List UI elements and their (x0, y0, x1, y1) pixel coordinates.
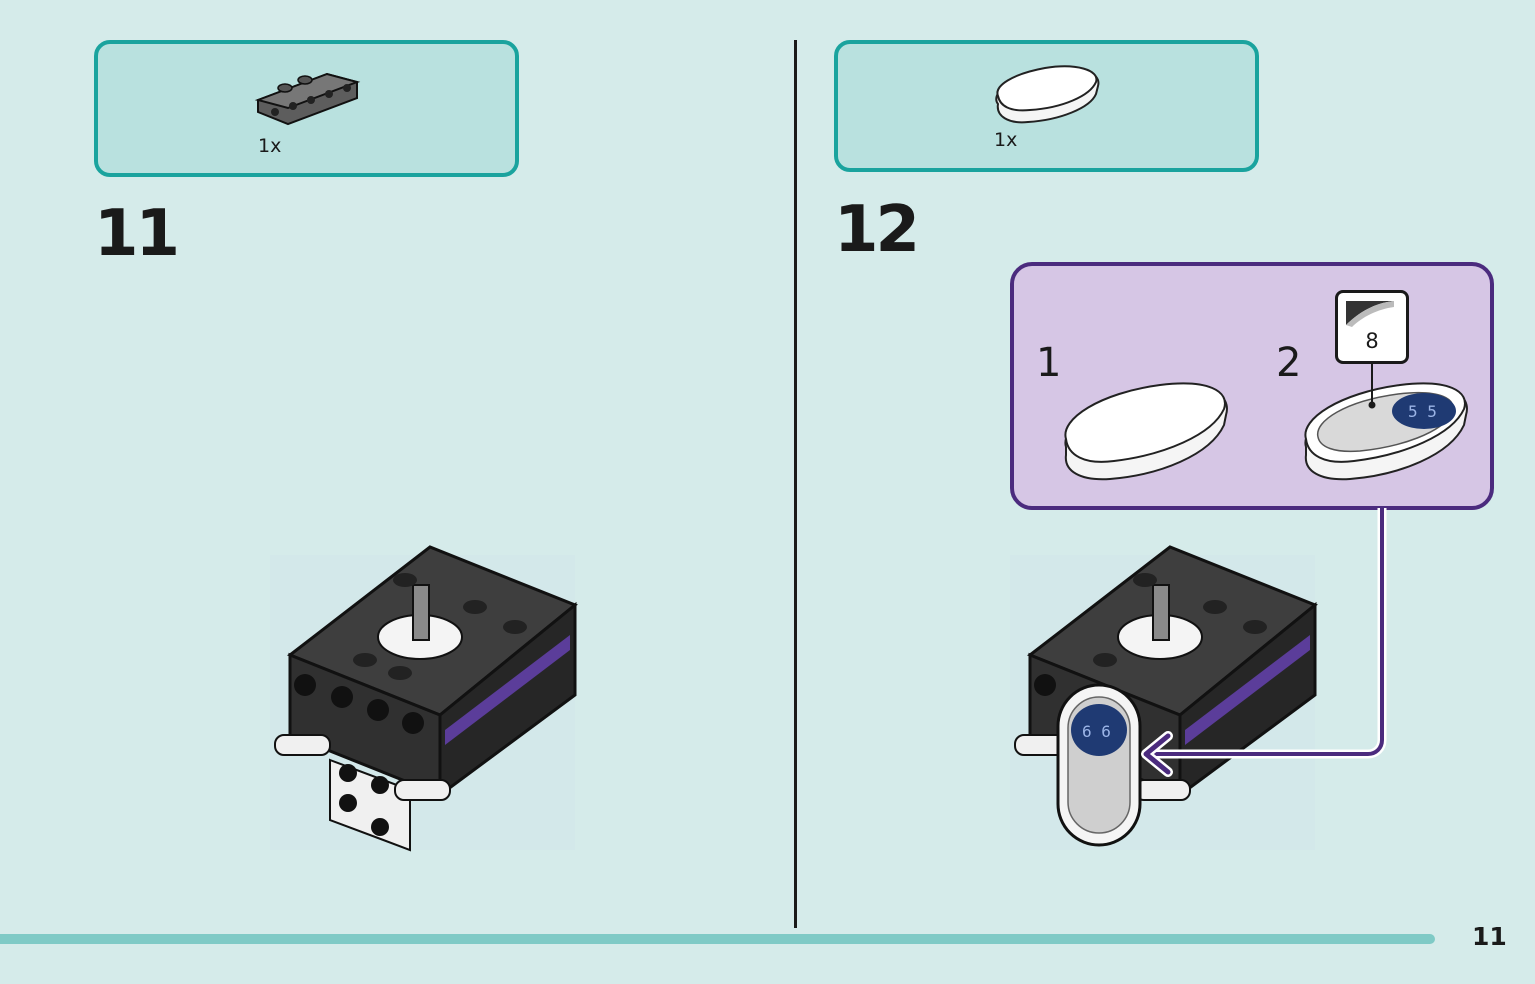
sticker-tag: 8 (1335, 290, 1409, 364)
rounded-tile-icon (995, 65, 1100, 124)
sticker-pointer-line (1368, 362, 1376, 409)
sticker-number: 8 (1365, 329, 1379, 353)
step-number-11: 11 (94, 197, 180, 271)
svg-text:6 6: 6 6 (1082, 722, 1111, 741)
sub-step-number-2: 2 (1276, 340, 1302, 386)
sticker-peel-icon (1346, 301, 1394, 327)
step-11-model-illustration (270, 545, 578, 852)
step-number-12: 12 (834, 193, 920, 267)
part-quantity-step-11: 1x (258, 135, 282, 157)
part-quantity-step-12: 1x (994, 129, 1018, 151)
placement-arrow (1141, 508, 1387, 777)
progress-bar (0, 934, 1435, 944)
page-divider (794, 40, 797, 928)
sub-step-number-1: 1 (1036, 340, 1062, 386)
step-12-model-illustration: 6 6 (1010, 545, 1318, 850)
stickered-tile-illustration: 5 5 (1304, 382, 1468, 481)
bracket-plate-icon (254, 72, 361, 126)
svg-text:5 5: 5 5 (1408, 402, 1437, 421)
page-number: 11 (1472, 922, 1507, 951)
white-tile-illustration (1064, 382, 1228, 481)
